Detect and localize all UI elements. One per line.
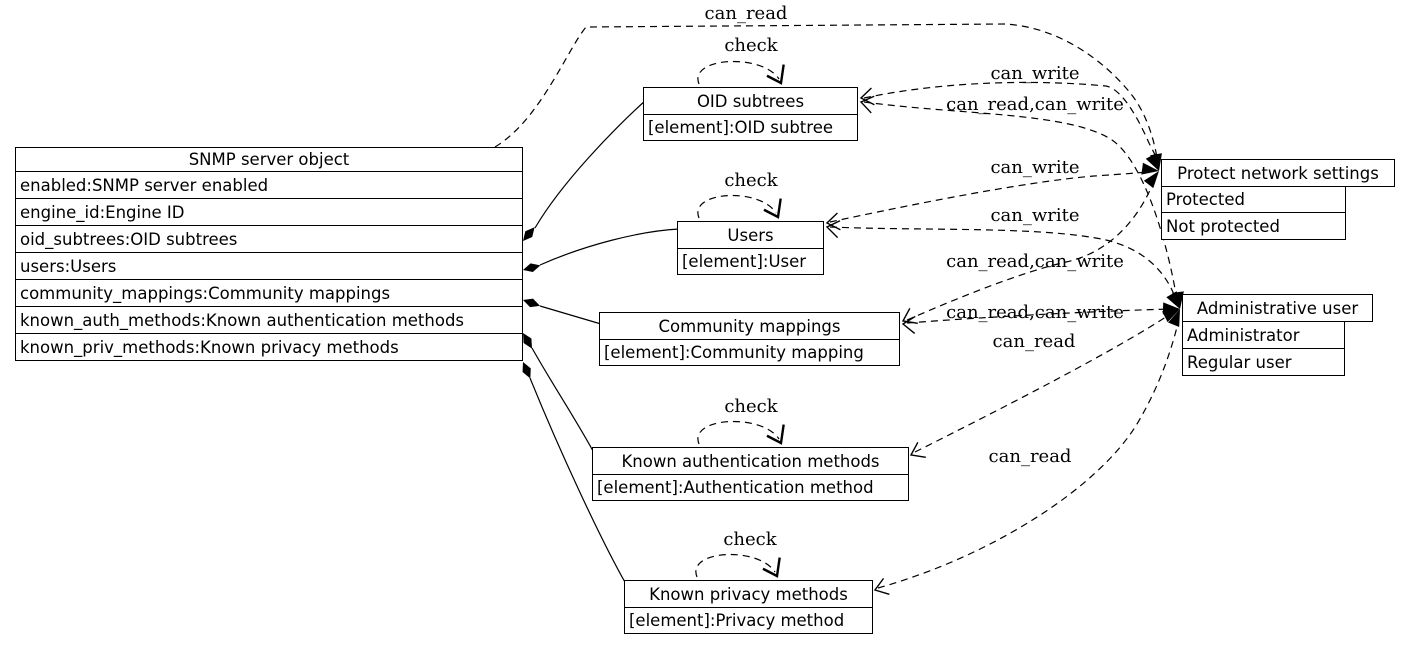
- edge-label-can-read-can-write: can_read,can_write: [946, 94, 1124, 115]
- edge-snmp-to-protect-can-read: [494, 23, 1159, 165]
- edge-label-can-write: can_write: [990, 63, 1080, 84]
- tail-arrow-known-auth: [906, 441, 927, 464]
- node-row: known_priv_methods:Known privacy methods: [15, 333, 523, 361]
- node-row: [element]:Community mapping: [599, 339, 900, 366]
- node-row: oid_subtrees:OID subtrees: [15, 225, 523, 253]
- node-administrative-user: Administrative user Administrator Regula…: [1182, 294, 1373, 376]
- node-oid-subtrees: OID subtrees [element]:OID subtree: [643, 87, 858, 141]
- node-title: Known authentication methods: [592, 447, 909, 475]
- check-arrowhead-known-priv: [760, 556, 788, 582]
- node-row: Regular user: [1182, 348, 1345, 376]
- node-title: Community mappings: [599, 312, 900, 340]
- edge-users-to-protect-can-write: [829, 170, 1153, 223]
- composition-diamond-community-mappings: [521, 295, 542, 311]
- tail-arrow-known-priv: [871, 577, 891, 600]
- edge-label-can-write: can_write: [990, 157, 1080, 178]
- node-title: SNMP server object: [15, 147, 523, 172]
- check-loop-users: [697, 195, 777, 219]
- node-title: Protect network settings: [1161, 159, 1395, 187]
- node-row: [element]:Privacy method: [624, 607, 873, 634]
- check-arrowhead-users: [761, 197, 789, 223]
- node-known-priv-methods: Known privacy methods [element]:Privacy …: [624, 580, 873, 634]
- composition-diamond-known-priv: [518, 360, 535, 381]
- edge-community-to-protect-can-read-write: [906, 180, 1155, 321]
- check-arrowhead-oid-subtrees: [764, 63, 792, 89]
- check-loop-known-auth: [697, 421, 780, 445]
- link-snmp-oid-subtrees: [534, 99, 647, 229]
- edge-users-to-admin-can-write: [829, 226, 1177, 301]
- edge-label-can-read: can_read: [992, 331, 1076, 352]
- edge-community-to-admin-can-read-write: [906, 308, 1173, 324]
- edge-oid-to-protect-can-write: [863, 81, 1158, 161]
- node-row: known_auth_methods:Known authentication …: [15, 306, 523, 334]
- edge-label-check: check: [724, 35, 778, 56]
- node-row: [element]:Authentication method: [592, 474, 909, 501]
- edge-label-can-read: can_read: [988, 446, 1072, 467]
- check-loop-oid-subtrees: [697, 61, 780, 85]
- edge-label-can-read-can-write: can_read,can_write: [946, 302, 1124, 323]
- node-row: [element]:OID subtree: [643, 114, 858, 141]
- node-title: Known privacy methods: [624, 580, 873, 608]
- edge-label-can-write: can_write: [990, 205, 1080, 226]
- link-snmp-known-auth: [531, 347, 594, 452]
- edge-known-auth-to-admin-can-read: [914, 312, 1173, 453]
- edge-label-check: check: [723, 529, 777, 550]
- node-row: [element]:User: [677, 248, 824, 275]
- check-loop-known-priv: [695, 554, 776, 578]
- tail-arrow-users: [824, 212, 842, 233]
- edge-label-check: check: [724, 396, 778, 417]
- edge-known-priv-to-admin-can-read: [877, 318, 1180, 589]
- node-community-mappings: Community mappings [element]:Community m…: [599, 312, 900, 366]
- node-row: users:Users: [15, 252, 523, 280]
- node-row: Protected: [1161, 186, 1346, 213]
- node-row: enabled:SNMP server enabled: [15, 171, 523, 199]
- composition-diamond-users: [521, 260, 542, 275]
- node-snmp-server-object: SNMP server object enabled:SNMP server e…: [15, 147, 523, 361]
- node-row: Administrator: [1182, 321, 1345, 349]
- node-title: Users: [677, 221, 824, 249]
- node-known-auth-methods: Known authentication methods [element]:A…: [592, 447, 909, 501]
- edge-label-can-read: can_read: [704, 3, 788, 24]
- node-title: Administrative user: [1182, 294, 1373, 322]
- node-row: community_mappings:Community mappings: [15, 279, 523, 307]
- tail-arrow-community-mappings: [898, 307, 919, 330]
- edge-label-check: check: [724, 170, 778, 191]
- node-users: Users [element]:User: [677, 221, 824, 275]
- link-snmp-users: [539, 228, 680, 266]
- node-protect-network-settings: Protect network settings Protected Not p…: [1161, 159, 1395, 240]
- node-title: OID subtrees: [643, 87, 858, 115]
- check-arrowhead-known-auth: [764, 423, 792, 449]
- edge-label-can-read-can-write: can_read,can_write: [946, 251, 1124, 272]
- link-snmp-community-mappings: [539, 305, 602, 325]
- node-row: engine_id:Engine ID: [15, 198, 523, 226]
- link-snmp-known-priv: [529, 377, 627, 585]
- node-row: Not protected: [1161, 212, 1346, 240]
